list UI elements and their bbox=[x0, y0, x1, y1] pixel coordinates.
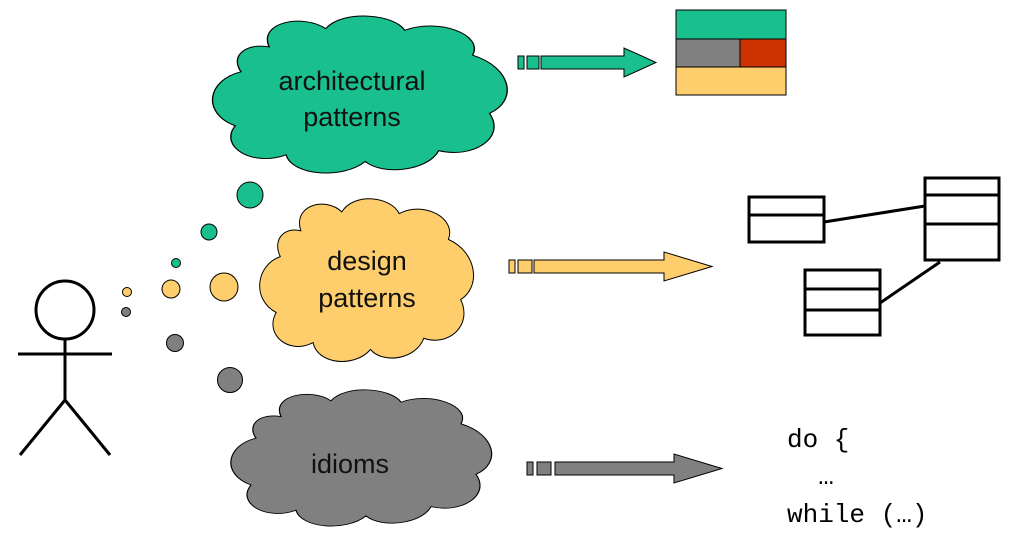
architecture-layer-middle-right bbox=[739, 38, 787, 68]
stick-figure-left-leg bbox=[18, 399, 67, 456]
architecture-layer-middle-left bbox=[675, 38, 741, 68]
architecture-layer-bottom bbox=[675, 66, 787, 96]
class-association-line-2 bbox=[879, 260, 941, 305]
code-line-3: while (…) bbox=[787, 500, 927, 530]
architectural-patterns-label-line2: patterns bbox=[303, 102, 401, 132]
idioms-arrow bbox=[526, 453, 724, 484]
class-diagram-icon bbox=[747, 176, 1001, 337]
thought-bubble-design-large bbox=[209, 272, 239, 302]
thought-bubble-idioms-small bbox=[121, 307, 131, 317]
code-line-1: do { bbox=[787, 425, 849, 455]
design-patterns-label-line1: design bbox=[327, 246, 407, 276]
thought-bubble-architectural-small bbox=[171, 258, 181, 268]
design-patterns-label-line2: patterns bbox=[318, 283, 416, 313]
class-box-bottom bbox=[803, 268, 882, 337]
idioms-label: idioms bbox=[311, 449, 389, 479]
design-arrow bbox=[508, 251, 714, 282]
thought-bubble-idioms-large bbox=[217, 367, 243, 393]
class-box-left bbox=[747, 195, 826, 244]
architectural-arrow bbox=[517, 47, 658, 78]
idioms-cloud: idioms bbox=[230, 389, 493, 527]
thought-bubble-architectural-large bbox=[236, 181, 264, 209]
code-snippet: do { … while (…) bbox=[787, 425, 927, 530]
code-line-2: … bbox=[787, 462, 834, 492]
thought-bubbles bbox=[121, 181, 264, 393]
stick-figure-right-leg bbox=[63, 399, 112, 456]
layered-blocks-icon bbox=[675, 9, 787, 96]
thought-bubble-idioms-medium bbox=[166, 334, 184, 352]
class-box-right bbox=[923, 176, 1001, 262]
thought-bubble-architectural-medium bbox=[200, 223, 218, 241]
thought-bubble-design-small bbox=[122, 287, 132, 297]
thought-bubble-design-medium bbox=[161, 279, 181, 299]
architectural-patterns-label-line1: architectural bbox=[278, 66, 425, 96]
architectural-patterns-cloud: architectural patterns bbox=[211, 15, 508, 174]
class-association-line-1 bbox=[823, 204, 926, 224]
architecture-layer-top bbox=[675, 9, 787, 40]
stick-figure-icon bbox=[18, 279, 112, 456]
stick-figure-head bbox=[34, 279, 96, 341]
design-patterns-cloud: design patterns bbox=[259, 198, 475, 363]
